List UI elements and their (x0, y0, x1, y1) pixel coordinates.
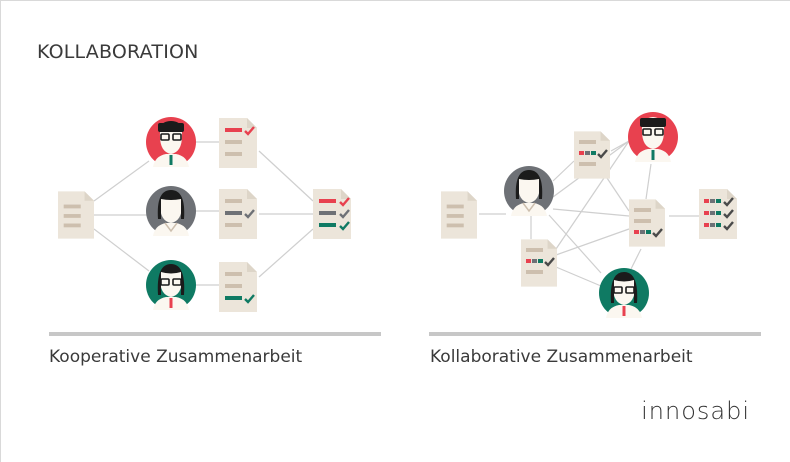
connector (258, 150, 314, 202)
input-document-icon (441, 191, 477, 239)
shared-document-top-icon (574, 131, 610, 179)
connector (93, 228, 150, 272)
person-red-avatar (146, 117, 196, 167)
shared-document-bottom-icon (521, 239, 557, 287)
task-document-red-icon (219, 118, 257, 168)
person-red-avatar (628, 112, 678, 162)
task-document-grey-icon (219, 189, 257, 239)
connector (93, 160, 150, 202)
caption-collaborative: Kollaborative Zusammenarbeit (430, 347, 693, 367)
task-document-green-icon (219, 262, 257, 312)
connector (552, 208, 630, 217)
input-document-icon (58, 191, 94, 239)
connector (552, 160, 575, 182)
person-green-avatar (146, 260, 196, 310)
connector (555, 140, 630, 250)
divider-left (49, 332, 381, 336)
result-document-icon (699, 189, 737, 239)
result-document-icon (313, 189, 351, 239)
person-grey-avatar (504, 166, 554, 216)
person-green-avatar (599, 268, 649, 318)
connector (630, 248, 642, 270)
slide-title: KOLLABORATION (37, 41, 199, 63)
connector (610, 140, 630, 152)
right-connectors (479, 140, 699, 287)
connector (548, 214, 602, 274)
caption-cooperative: Kooperative Zusammenarbeit (49, 347, 303, 367)
connector (555, 228, 630, 256)
left-connectors (93, 141, 314, 286)
shared-document-middle-icon (629, 199, 665, 247)
connector (645, 163, 652, 200)
connector (258, 228, 314, 278)
connector (555, 266, 602, 287)
person-grey-avatar (146, 186, 196, 236)
divider-right (429, 332, 761, 336)
brand-logo: innosabi (641, 397, 750, 425)
